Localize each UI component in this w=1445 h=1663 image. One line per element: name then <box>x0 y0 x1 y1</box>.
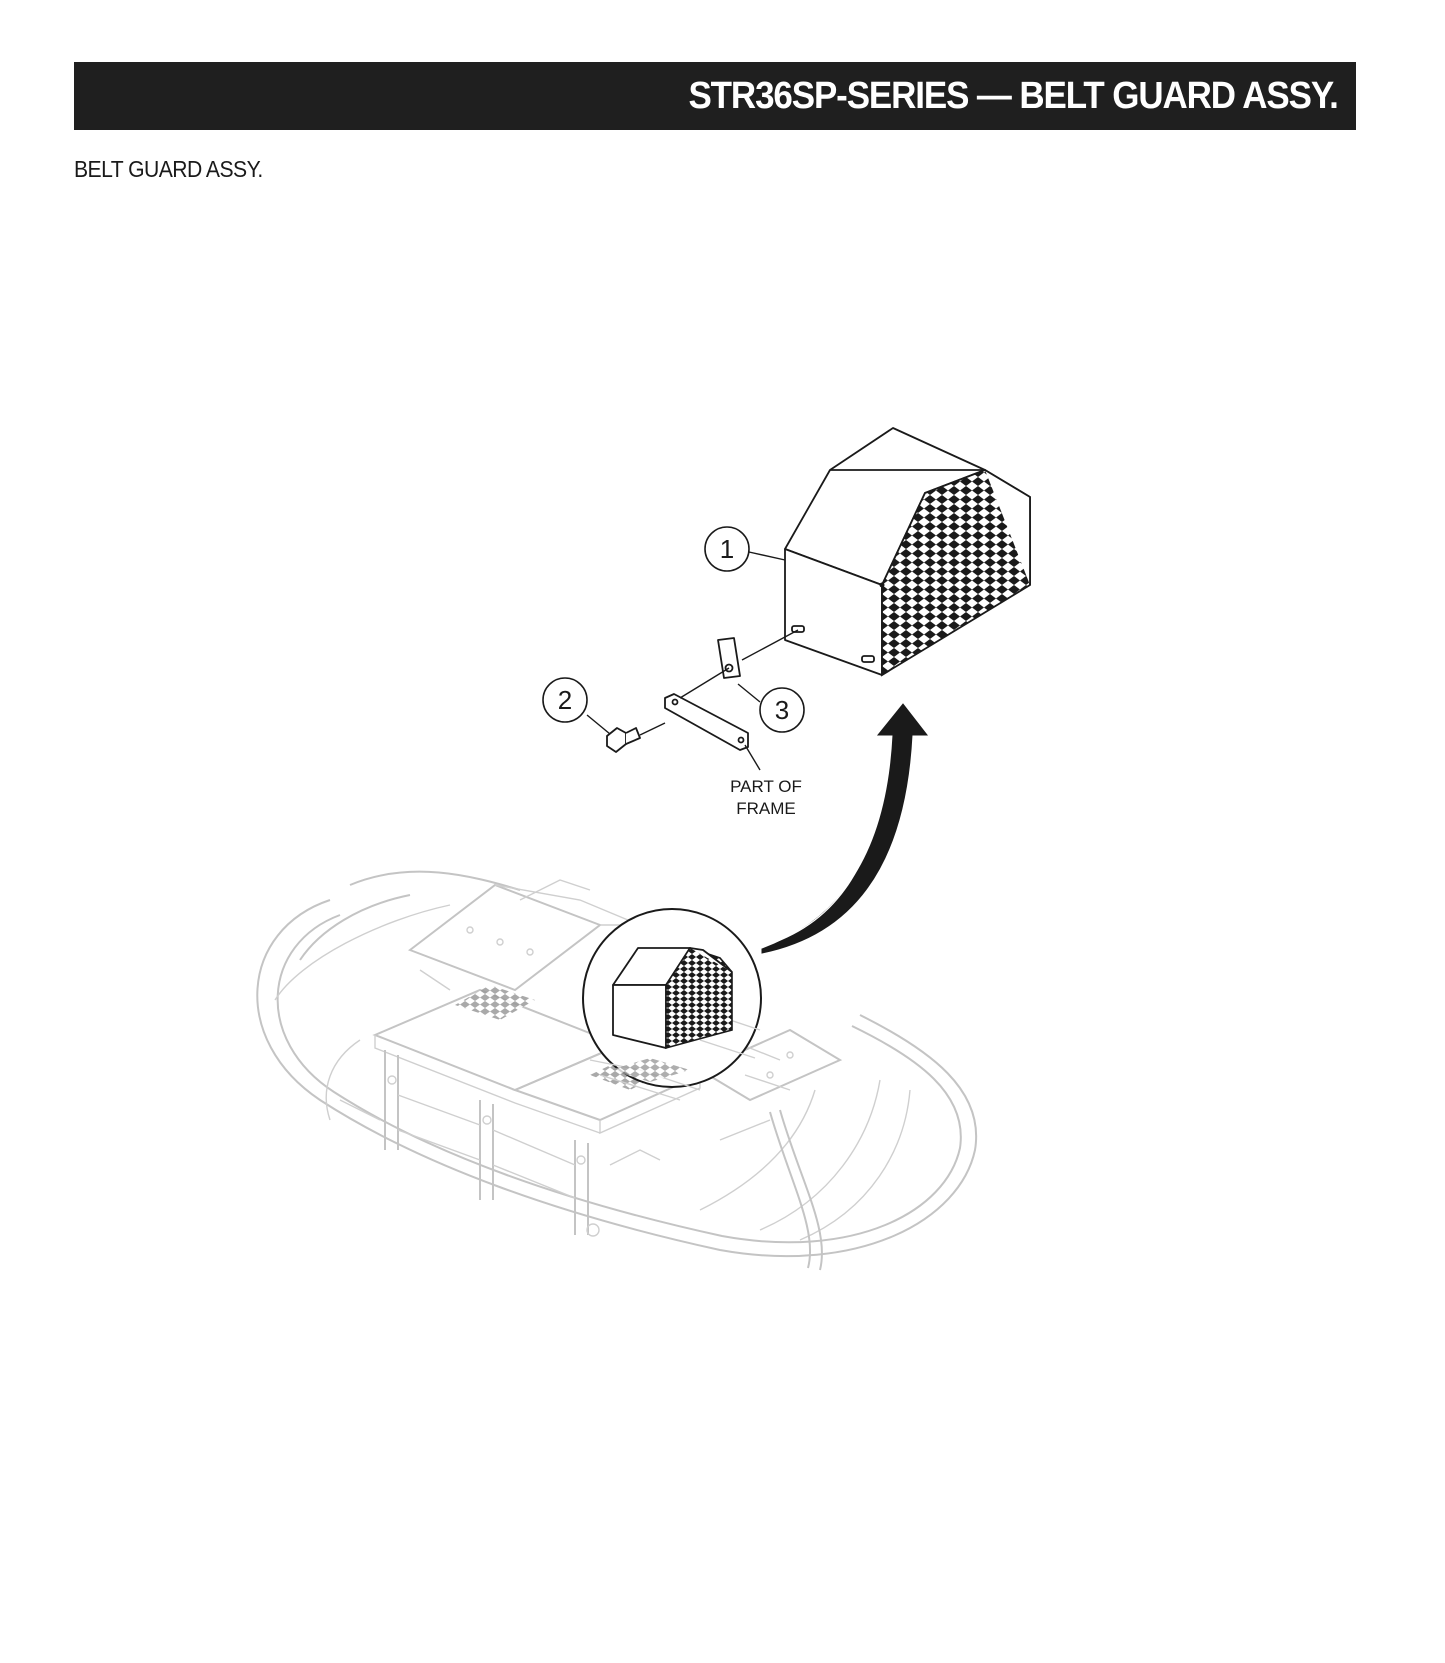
section-subtitle: BELT GUARD ASSY. <box>74 156 263 182</box>
svg-text:FRAME: FRAME <box>736 799 796 818</box>
callout-1: 1 <box>704 526 750 572</box>
title-bar: STR36SP-SERIES — BELT GUARD ASSY. <box>74 62 1356 130</box>
svg-text:PART OF: PART OF <box>730 777 802 796</box>
mower-frame <box>256 870 978 1271</box>
bolt-part <box>606 727 641 753</box>
leader-lines <box>586 551 799 771</box>
callout-2: 2 <box>542 677 588 723</box>
svg-text:1: 1 <box>720 534 734 564</box>
belt-guard-part <box>784 427 1031 677</box>
detail-arrow <box>759 703 929 954</box>
svg-text:3: 3 <box>775 695 789 725</box>
frame-bracket <box>664 693 749 751</box>
callout-3: 3 <box>759 687 805 733</box>
page-title: STR36SP-SERIES — BELT GUARD ASSY. <box>688 74 1339 117</box>
detail-magnifier <box>582 908 762 1101</box>
clip-nut-part <box>717 637 741 679</box>
part-of-frame-label: PART OF FRAME <box>730 777 802 818</box>
svg-text:2: 2 <box>558 685 572 715</box>
